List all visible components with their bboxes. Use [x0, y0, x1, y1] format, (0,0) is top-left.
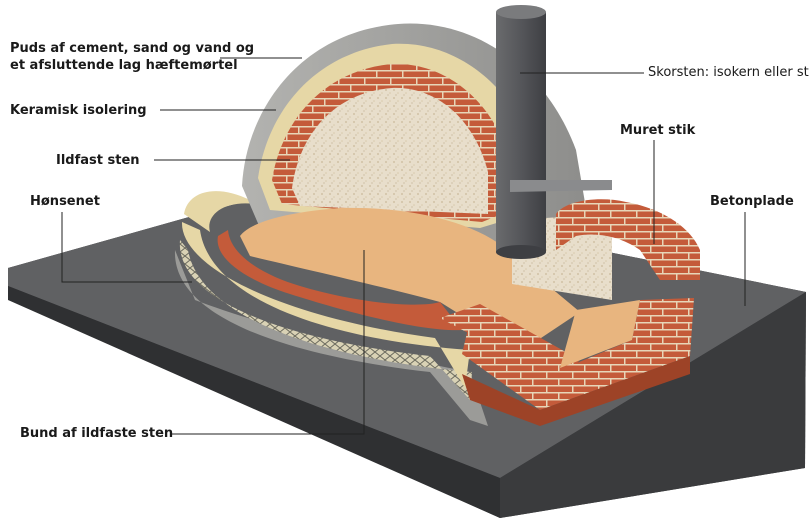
label-arch: Muret stik [620, 123, 696, 138]
label-chimney: Skorsten: isokern eller stål [648, 65, 809, 80]
label-plaster: Puds af cement, sand og vand og et afslu… [10, 40, 254, 74]
label-plaster-line1: Puds af cement, sand og vand og [10, 41, 255, 56]
chimney [496, 5, 612, 259]
label-floor: Bund af ildfaste sten [20, 426, 174, 441]
leader-line-floor [170, 250, 365, 435]
label-concrete-slab: Betonplade [710, 194, 794, 209]
oven-base-ring [174, 191, 488, 426]
label-chicken-wire: Hønsenet [30, 194, 100, 209]
label-plaster-line2: et afsluttende lag hæftemørtel [10, 58, 238, 73]
leader-line-chicken-wire [61, 212, 192, 283]
entrance-arch [440, 199, 700, 426]
label-ceramic-insulation: Keramisk isolering [10, 103, 147, 118]
label-firebrick: Ildfast sten [56, 153, 140, 168]
leader-lines [61, 57, 746, 435]
